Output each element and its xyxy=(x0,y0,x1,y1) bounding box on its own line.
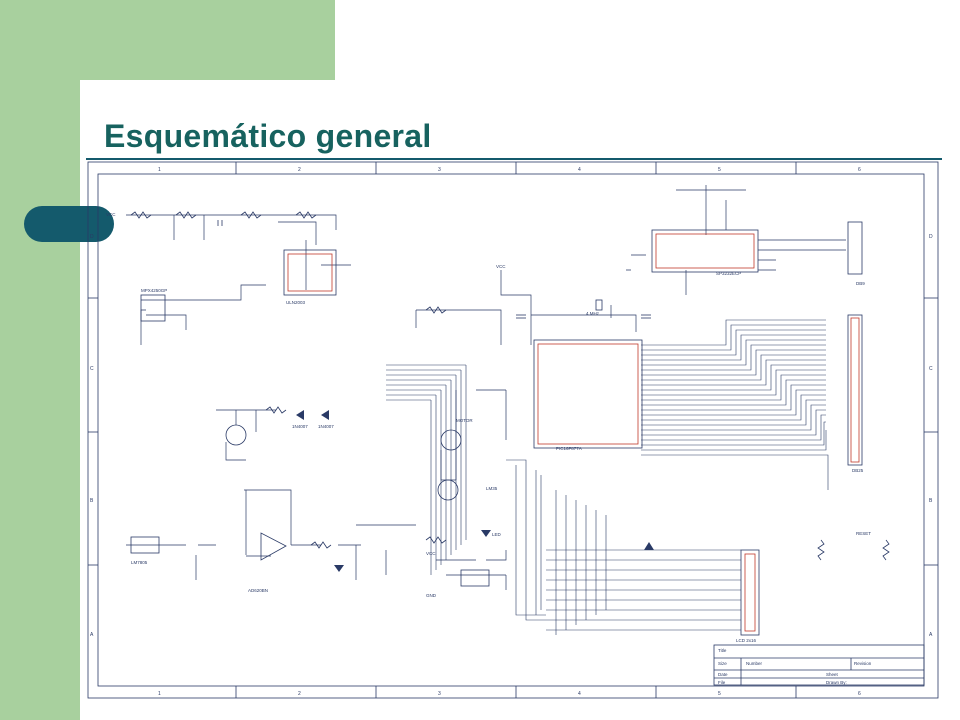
decorative-green-block xyxy=(0,0,335,80)
label-lcd: LCD 2x16 xyxy=(736,638,757,643)
resistor-r8 xyxy=(310,541,332,549)
col-label-4-bottom: 4 xyxy=(578,691,581,697)
col-label-5: 5 xyxy=(718,167,721,173)
label-lm35: LM35 xyxy=(486,486,498,491)
col-label-1: 1 xyxy=(158,167,161,173)
motor-symbol xyxy=(440,429,462,451)
row-label-b: B xyxy=(90,498,94,504)
schematic-red-parts xyxy=(287,233,860,632)
row-label-c-right: C xyxy=(929,366,933,372)
col-label-3: 3 xyxy=(438,167,441,173)
row-label-c: C xyxy=(90,366,94,372)
col-label-6: 6 xyxy=(858,167,861,173)
schematic-wires xyxy=(126,185,846,590)
title-block-size: Size xyxy=(718,661,727,666)
col-label-4: 4 xyxy=(578,167,581,173)
col-label-2-bottom: 2 xyxy=(298,691,301,697)
decorative-green-strip xyxy=(0,80,80,720)
resistor-r7 xyxy=(425,536,447,544)
row-label-a: A xyxy=(90,632,94,638)
title-block-number: Number xyxy=(746,661,763,666)
schematic-frame xyxy=(87,161,939,699)
crystal xyxy=(595,299,603,311)
col-label-2: 2 xyxy=(298,167,301,173)
row-label-d-right: D xyxy=(929,234,933,240)
resistor-r9 xyxy=(817,539,825,561)
mpx4250-chip xyxy=(140,294,166,322)
uln2003-chip xyxy=(283,249,337,296)
label-ad620: AD620BN xyxy=(248,588,268,593)
schematic-labels: PIC16F877A SP3232ECP AD620BN ULN2003 MPX… xyxy=(106,212,872,685)
label-vcc-3: VCC xyxy=(426,551,436,556)
db25-connector xyxy=(847,314,863,466)
lcd-connector xyxy=(740,549,760,636)
label-led: LED xyxy=(492,532,502,537)
schematic-components xyxy=(130,211,925,686)
row-label-d: D xyxy=(90,234,94,240)
label-vcc-1: VCC xyxy=(106,212,116,217)
label-db25: DB25 xyxy=(852,468,864,473)
diode-d4 xyxy=(644,542,654,550)
resistor-r3 xyxy=(240,211,262,219)
label-diode2: 1N4007 xyxy=(318,424,334,429)
title-block-date: Date xyxy=(718,672,728,677)
resistor-r10 xyxy=(882,539,890,561)
col-label-6-bottom: 6 xyxy=(858,691,861,697)
label-gnd: GND xyxy=(426,593,437,598)
lm7805-chip xyxy=(130,536,160,554)
title-block-file: File xyxy=(718,680,726,685)
title-block-revision: Revision xyxy=(854,661,872,666)
resistor-r4 xyxy=(295,211,317,219)
transistor-q2 xyxy=(437,479,459,501)
col-label-3-bottom: 3 xyxy=(438,691,441,697)
diode-d3 xyxy=(334,565,344,572)
resistor-r5 xyxy=(425,306,447,314)
col-label-5-bottom: 5 xyxy=(718,691,721,697)
schematic-diagram: 1 2 3 4 5 6 1 2 3 4 5 6 D C B A D C B A xyxy=(87,161,939,699)
slide-title: Esquemático general xyxy=(104,118,432,154)
label-db9: DB9 xyxy=(856,281,865,286)
title-block-title: Title xyxy=(718,648,727,653)
label-xtal: 4 MHz xyxy=(586,311,600,316)
label-vcc-2: VCC xyxy=(496,264,506,269)
ad620-opamp xyxy=(260,532,287,561)
diode-d2 xyxy=(321,410,329,420)
db9-connector xyxy=(847,221,863,275)
resistor-r6 xyxy=(265,406,287,414)
diode-d1 xyxy=(296,410,304,420)
pic16f877a-chip xyxy=(533,339,643,449)
title-block xyxy=(713,644,925,686)
label-diode1: 1N4007 xyxy=(292,424,308,429)
schematic-bus-lines xyxy=(386,319,829,635)
label-uln2003: ULN2003 xyxy=(286,300,306,305)
transistor-q1 xyxy=(225,424,247,446)
border-column-labels: 1 2 3 4 5 6 1 2 3 4 5 6 D C B A D C B A xyxy=(90,167,933,697)
col-label-1-bottom: 1 xyxy=(158,691,161,697)
programming-header xyxy=(460,569,490,587)
row-label-a-right: A xyxy=(929,632,933,638)
resistor-r2 xyxy=(175,211,197,219)
label-reset: RESET xyxy=(856,531,871,536)
label-reg: LM7805 xyxy=(131,560,148,565)
label-sp3232: SP3232ECP xyxy=(716,271,741,276)
label-motor: MOTOR xyxy=(456,418,473,423)
decorative-tab xyxy=(24,206,114,242)
led-symbol xyxy=(481,530,491,537)
label-pic: PIC16F877A xyxy=(556,446,582,451)
label-mpx: MPX4250GP xyxy=(141,288,167,293)
schematic-diodes xyxy=(296,410,654,572)
title-block-sheet: Sheet xyxy=(826,672,839,677)
sp3232-chip xyxy=(651,229,759,273)
row-label-b-right: B xyxy=(929,498,933,504)
title-block-drawn: Drawn By: xyxy=(826,680,847,685)
resistor-r1 xyxy=(130,211,152,219)
title-rule xyxy=(86,158,942,160)
